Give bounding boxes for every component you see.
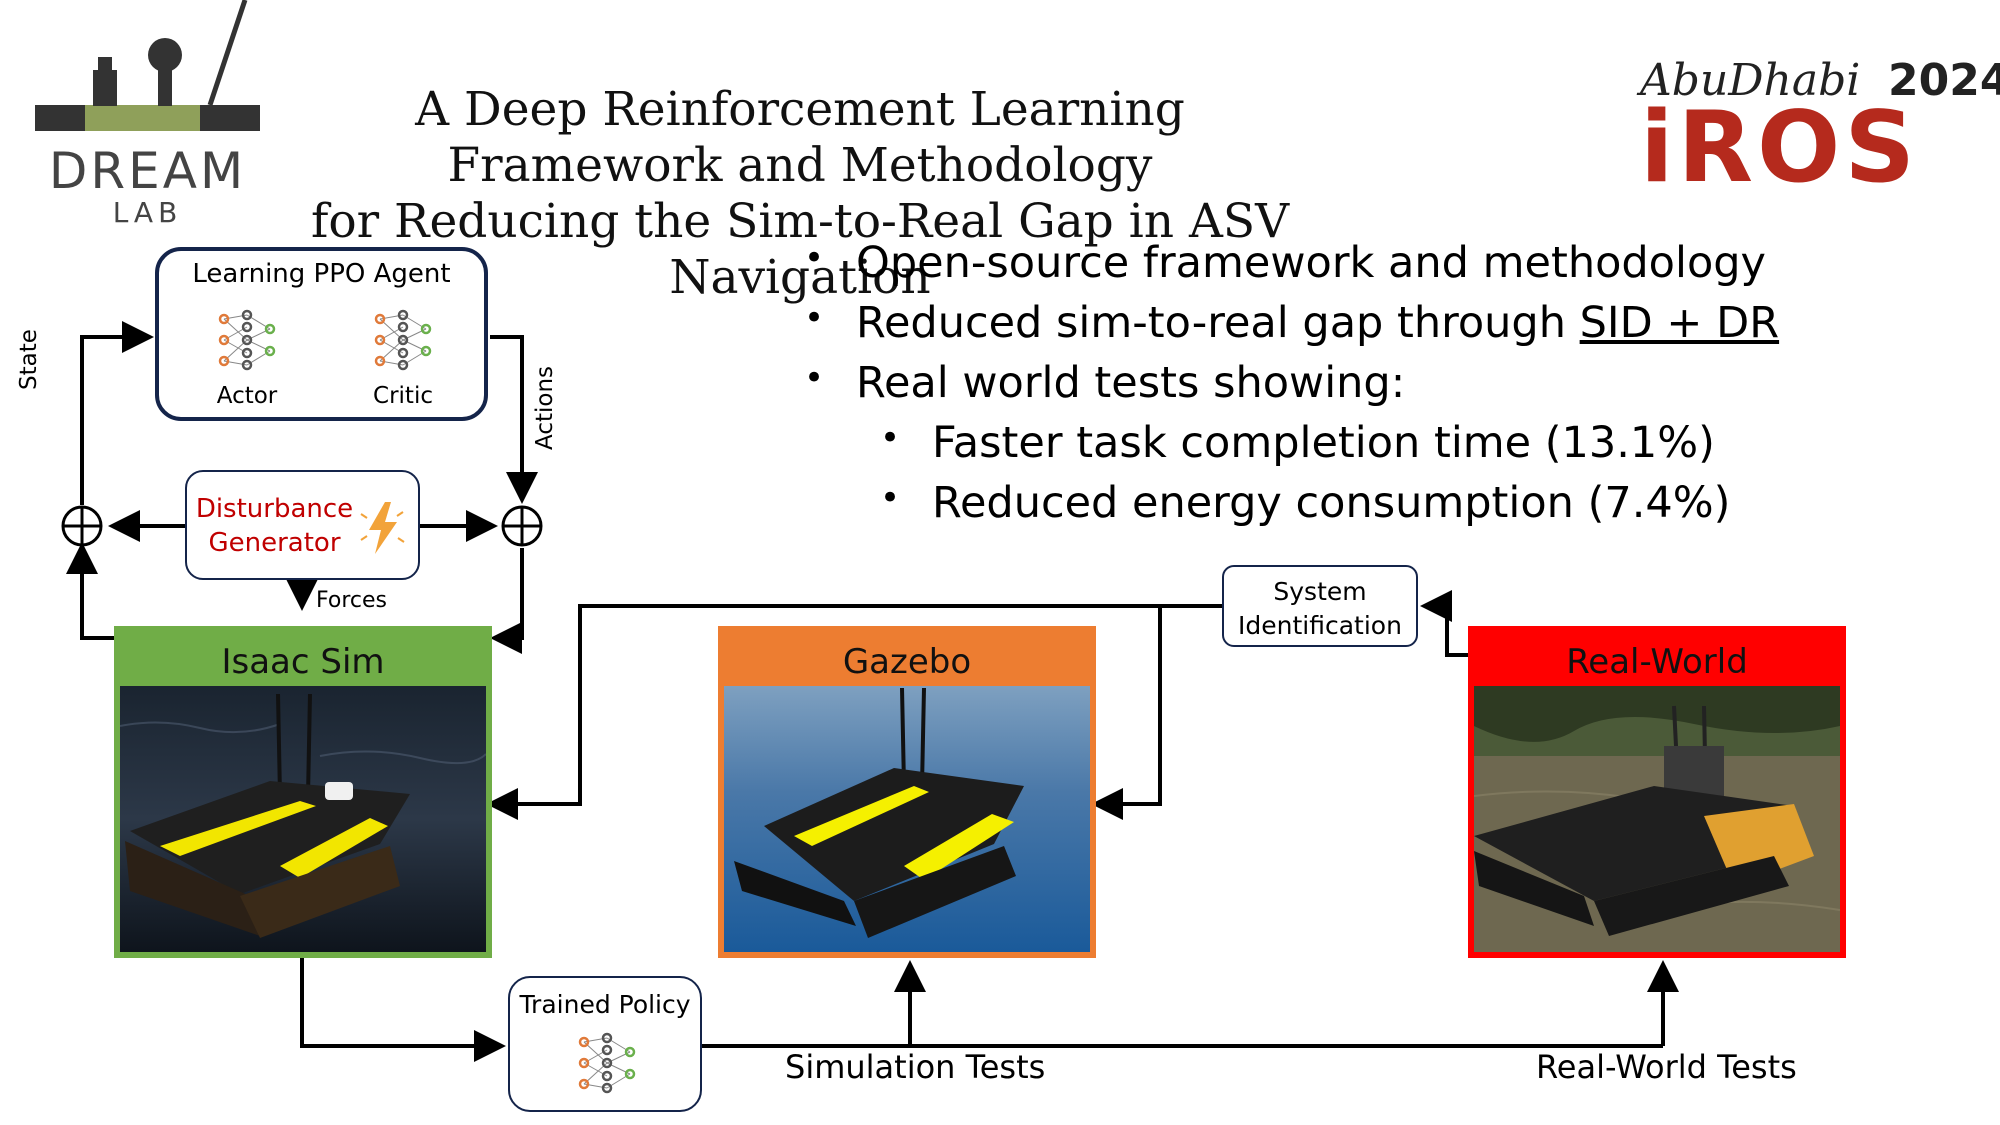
bullet-5: •Reduced energy consumption (7.4%) — [880, 478, 1731, 528]
actions-to-isaac-arrow — [490, 548, 524, 654]
iros-city-text: AbuDhabi — [1640, 55, 1861, 106]
policy-neural-network-icon — [578, 1032, 636, 1094]
dream-lab-logo: DREAM LAB — [35, 0, 260, 230]
sysid-to-gazebo-arrow — [1091, 606, 1162, 820]
isaac-sim-title: Isaac Sim — [221, 642, 385, 682]
disturbance-generator-box: Disturbance Generator — [185, 470, 420, 580]
trained-policy-box: Trained Policy — [508, 976, 702, 1112]
bullet-1: •Open-source framework and methodology — [804, 238, 1766, 288]
state-arrow — [66, 542, 118, 640]
gazebo-title: Gazebo — [842, 642, 972, 682]
trained-policy-title: Trained Policy — [519, 990, 691, 1019]
real-world-title: Real-World — [1566, 642, 1748, 682]
title-line-1: A Deep Reinforcement Learning Framework … — [415, 82, 1185, 193]
left-sum-circle — [61, 505, 103, 547]
dream-logo-text: DREAM — [48, 142, 247, 200]
critic-neural-network-icon — [374, 309, 432, 371]
real-world-boat-photo — [1474, 686, 1840, 952]
real-world-panel: Real-World — [1468, 626, 1846, 958]
isaac-sim-panel: Isaac Sim — [114, 626, 492, 958]
actions-arrow — [490, 335, 538, 504]
bullet-3: •Real world tests showing: — [804, 358, 1406, 408]
dream-lab-logo-icon — [35, 0, 260, 131]
gazebo-panel: Gazebo — [718, 626, 1096, 958]
sysid-to-isaac-arrow — [486, 604, 1222, 820]
ppo-agent-box: Learning PPO Agent Actor Critic — [155, 247, 488, 421]
bullet-2: •Reduced sim-to-real gap through SID + D… — [804, 298, 1780, 348]
ppo-agent-title: Learning PPO Agent — [192, 259, 451, 289]
right-sum-circle — [501, 505, 543, 547]
gazebo-boat-render — [724, 686, 1090, 952]
system-identification-box: System Identification — [1222, 565, 1418, 647]
actions-label: Actions — [532, 365, 558, 450]
bullet-4: •Faster task completion time (13.1%) — [880, 418, 1715, 468]
iros-name-text: iROS — [1640, 91, 1919, 205]
forces-label: Forces — [316, 588, 387, 613]
iros-logo: AbuDhabi 2024 iROS — [1640, 55, 2000, 205]
isaac-sim-boat-render — [120, 686, 486, 952]
real-world-tests-label: Real-World Tests — [1536, 1048, 1797, 1086]
lightning-icon — [360, 502, 405, 554]
realworld-to-sysid-arrow — [1420, 590, 1474, 657]
simulation-tests-label: Simulation Tests — [785, 1048, 1046, 1086]
title-line-2: for Reducing the Sim-to-Real Gap in ASV … — [310, 194, 1290, 305]
sid-dr-link: SID + DR — [1579, 298, 1780, 348]
state-label: State — [16, 329, 42, 390]
actor-label: Actor — [216, 383, 278, 409]
iros-year-text: 2024 — [1888, 55, 2000, 106]
page-title: A Deep Reinforcement Learning Framework … — [300, 82, 1300, 306]
actor-neural-network-icon — [218, 309, 276, 371]
disturbance-label: Disturbance Generator — [195, 494, 354, 558]
critic-label: Critic — [373, 383, 433, 409]
lab-logo-text: LAB — [112, 196, 183, 229]
isaac-to-policy-arrow — [300, 958, 506, 1062]
state-to-agent-arrow — [80, 321, 154, 505]
